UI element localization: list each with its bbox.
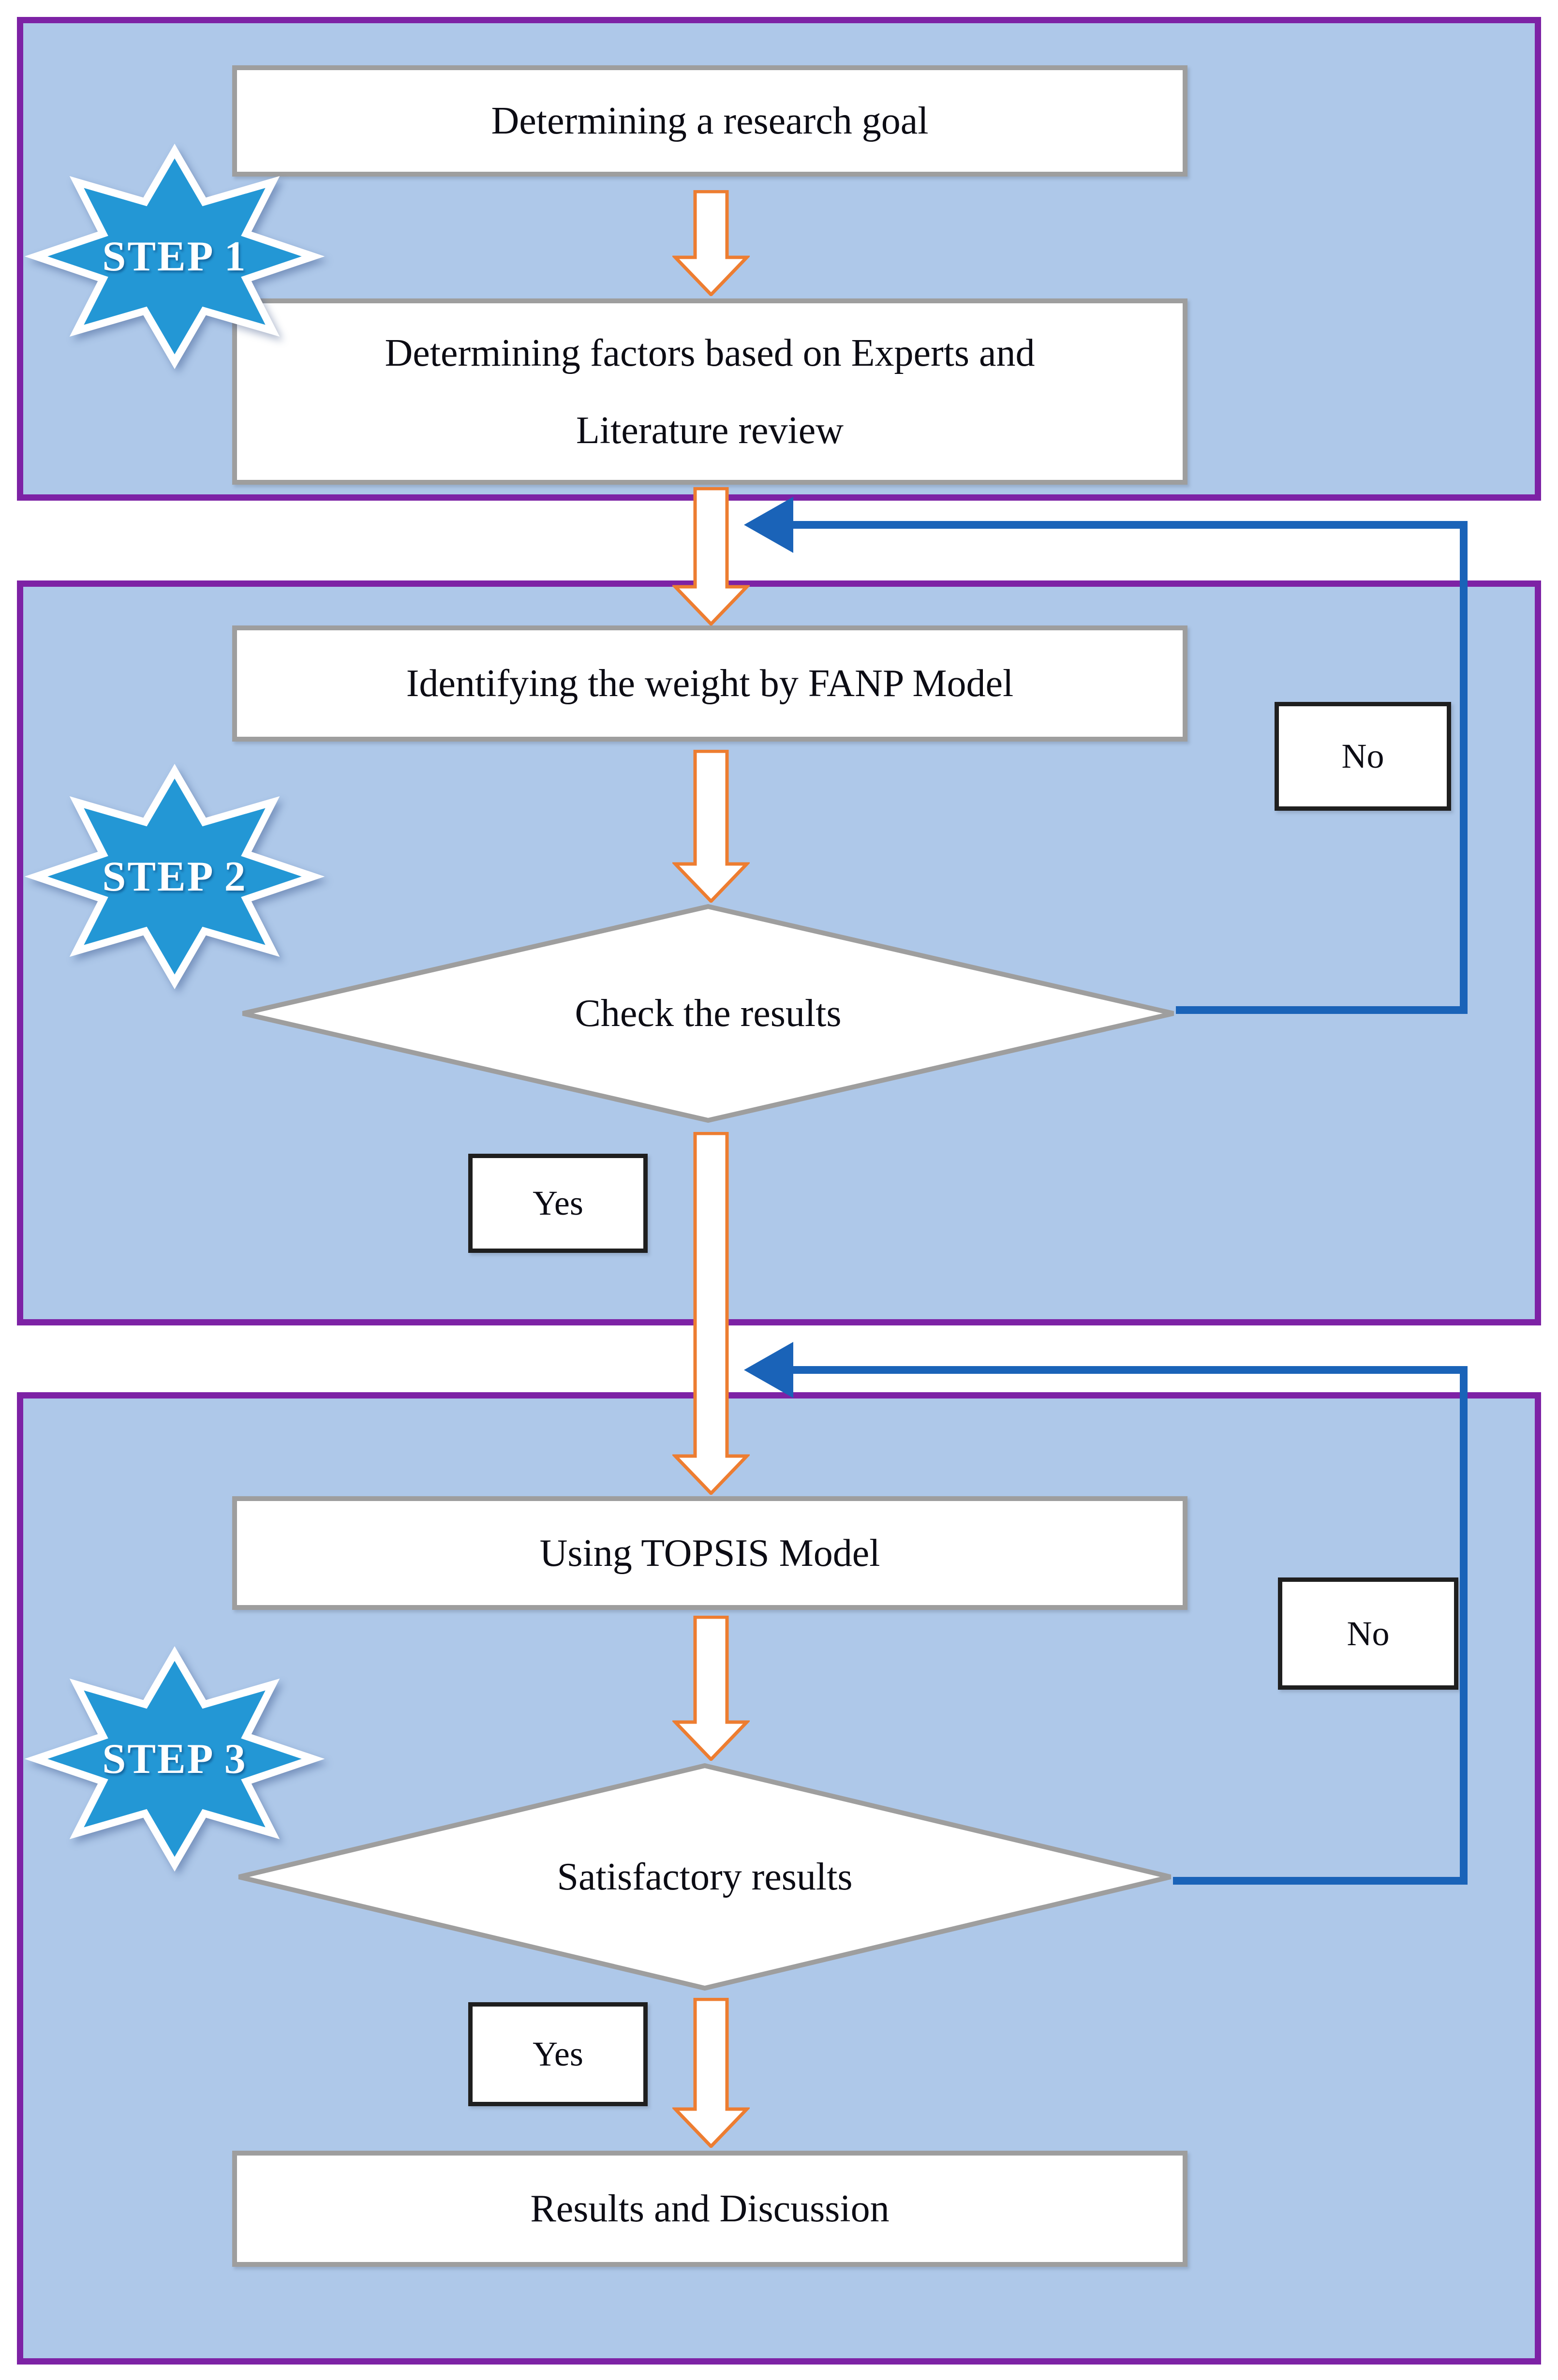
flow-arrow-satisfactory-to-results [672, 1998, 750, 2148]
step3-star-badge: STEP 3 [23, 1646, 326, 1872]
feedback-arrowhead-step3 [744, 1342, 793, 1398]
star-8point-icon [24, 144, 325, 369]
decision-check-results: Check the results [240, 904, 1176, 1123]
no-tag-step3: No [1278, 1577, 1458, 1690]
feedback-line-step3-vertical [1460, 1366, 1468, 1885]
step2-star-badge: STEP 2 [23, 763, 326, 990]
node-results-discussion: Results and Discussion [232, 2151, 1187, 2267]
flow-arrow-factors-to-fanp [672, 487, 750, 625]
star-8point-icon [24, 764, 325, 989]
decision-satisfactory-results-label: Satisfactory results [557, 1855, 853, 1898]
yes-tag-step2: Yes [468, 1154, 648, 1253]
flow-arrow-goal-to-factors [672, 190, 750, 296]
feedback-arrowhead-step2 [744, 497, 793, 553]
feedback-line-step2-top [788, 521, 1468, 529]
node-research-goal: Determining a research goal [232, 65, 1187, 177]
node-topsis-model: Using TOPSIS Model [232, 1496, 1187, 1610]
feedback-line-step2-bottom [1176, 1006, 1468, 1014]
node-fanp-model: Identifying the weight by FANP Model [232, 625, 1187, 742]
flow-arrow-topsis-to-satisfactory [672, 1616, 750, 1761]
step1-star-badge: STEP 1 [23, 143, 326, 370]
diamond-shape [242, 904, 1174, 1123]
yes-tag-step3-label: Yes [533, 2035, 583, 2073]
node-determining-factors-line1: Determining factors based on Experts and [385, 331, 1035, 374]
node-fanp-model-label: Identifying the weight by FANP Model [406, 662, 1014, 705]
yes-tag-step2-label: Yes [533, 1184, 583, 1222]
flow-arrow-fanp-to-check [672, 750, 750, 903]
yes-tag-step3: Yes [468, 2002, 648, 2106]
node-determining-factors-line2: Literature review [576, 409, 844, 452]
no-tag-step2-label: No [1341, 737, 1384, 775]
no-tag-step3-label: No [1347, 1614, 1390, 1653]
feedback-line-step3-top [788, 1366, 1468, 1374]
feedback-line-step3-bottom [1173, 1877, 1468, 1885]
node-results-discussion-label: Results and Discussion [530, 2187, 890, 2230]
star-8point-icon [24, 1646, 325, 1872]
node-determining-factors: Determining factors based on Experts and… [232, 298, 1187, 485]
decision-check-results-label: Check the results [575, 992, 842, 1035]
feedback-line-step2-vertical [1460, 521, 1468, 1014]
no-tag-step2: No [1275, 702, 1451, 811]
step3-badge-label: STEP 3 [102, 1735, 247, 1783]
node-research-goal-label: Determining a research goal [491, 100, 929, 142]
node-topsis-model-label: Using TOPSIS Model [539, 1532, 880, 1575]
flow-arrow-check-to-topsis [672, 1132, 750, 1495]
step1-badge-label: STEP 1 [102, 233, 247, 280]
step2-badge-label: STEP 2 [102, 853, 247, 900]
decision-satisfactory-results: Satisfactory results [237, 1763, 1173, 1991]
diamond-shape [238, 1763, 1172, 1991]
